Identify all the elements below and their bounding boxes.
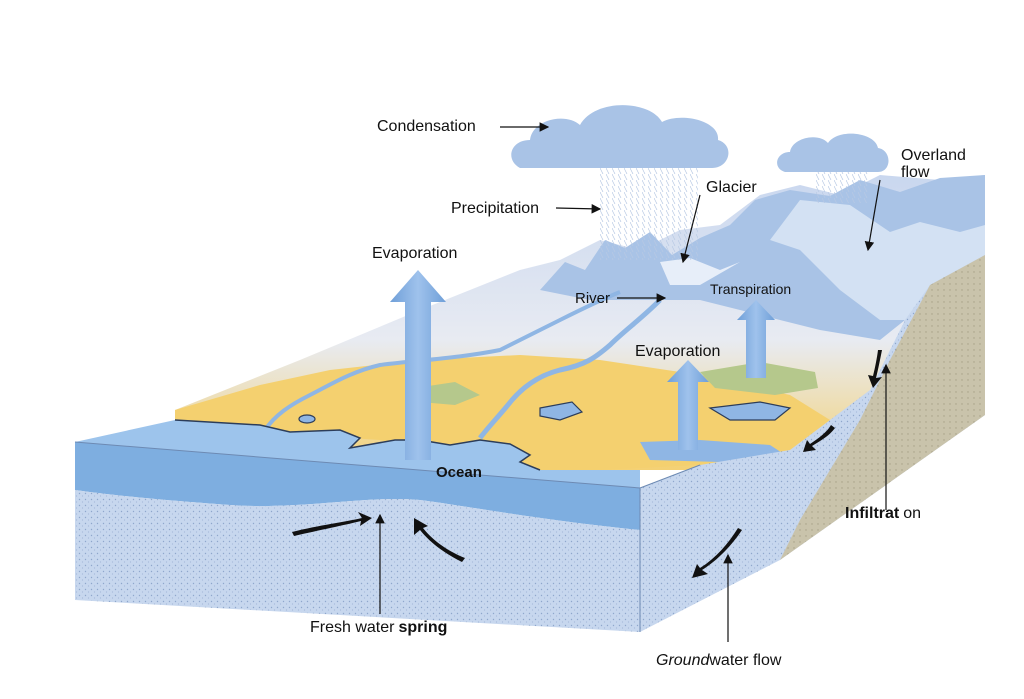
leader-lines xyxy=(375,122,891,642)
groundwater-flow-label: Groundwater flow xyxy=(656,652,782,669)
landscape xyxy=(74,175,985,632)
glacier-label: Glacier xyxy=(706,179,757,196)
cloud-large xyxy=(511,105,729,260)
condensation-label: Condensation xyxy=(377,118,476,135)
evaporation-land-label: Evaporation xyxy=(635,343,720,360)
evaporation-arrow-land xyxy=(667,360,709,450)
cloud-small xyxy=(777,133,889,203)
groundwater-flow-arrows xyxy=(292,350,882,578)
block-outline xyxy=(74,441,701,632)
flow-arrow-icon xyxy=(803,425,835,452)
pond xyxy=(298,414,316,424)
overland-flow-label-line2: flow xyxy=(901,164,930,181)
river-label: River xyxy=(575,290,610,307)
ocean-label: Ocean xyxy=(436,464,482,481)
evaporation-arrow-ocean xyxy=(390,270,446,460)
groundwater-layer-front xyxy=(75,490,640,632)
transpiration-label: Transpiration xyxy=(710,281,791,297)
flow-arrow-icon xyxy=(292,512,372,536)
labels: Condensation Precipitation Glacier Overl… xyxy=(310,118,966,669)
bedrock xyxy=(780,255,985,560)
glacier-shape xyxy=(660,258,740,285)
transpiration-arrow xyxy=(737,300,775,378)
flow-arrow-icon xyxy=(868,350,882,388)
flow-arrow-icon xyxy=(414,518,465,562)
green-patch-small xyxy=(415,382,480,405)
mountain-highlight xyxy=(770,200,985,320)
lake xyxy=(539,401,584,421)
river-channel xyxy=(263,290,621,432)
precipitation-label: Precipitation xyxy=(451,200,539,217)
ocean-depth xyxy=(75,442,640,530)
lake xyxy=(708,401,792,421)
green-patch xyxy=(700,362,818,395)
river-channel xyxy=(478,298,662,440)
evaporation-ocean-label: Evaporation xyxy=(372,245,457,262)
flow-arrow-icon xyxy=(692,528,742,578)
overland-flow-label-line1: Overland xyxy=(901,147,966,164)
